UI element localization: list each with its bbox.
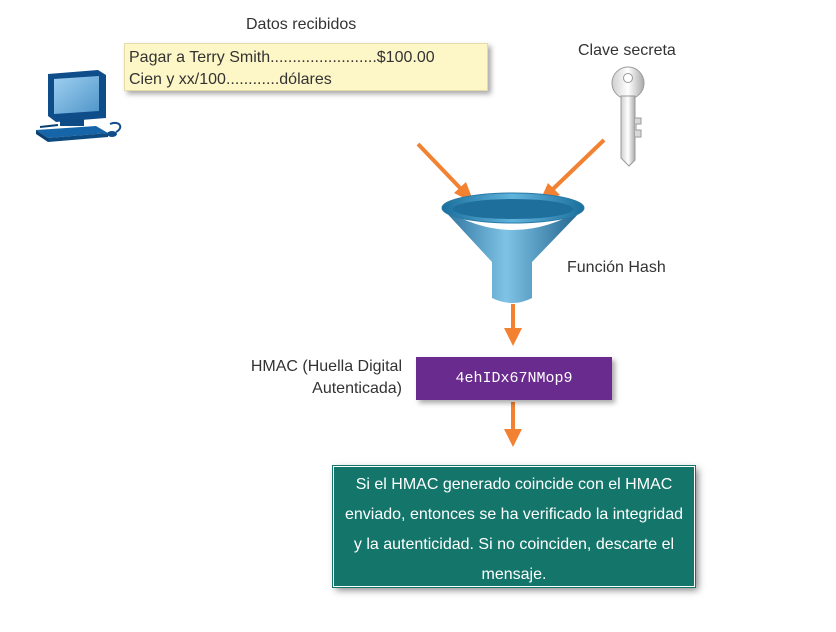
secret-key-label: Clave secreta (578, 42, 676, 59)
arrow-to-hmac (504, 304, 522, 346)
received-data-box: Pagar a Terry Smith.....................… (124, 43, 488, 91)
hmac-label-line-2: Autenticada) (312, 380, 402, 397)
arrow-to-result (504, 402, 522, 447)
received-data-line-1: Pagar a Terry Smith.....................… (129, 49, 435, 66)
hmac-label-line-1: HMAC (Huella Digital (250, 358, 402, 375)
received-data-title: Datos recibidos (246, 16, 357, 33)
funnel-icon (441, 192, 585, 303)
key-icon (611, 66, 645, 167)
hmac-value-box: 4ehIDx67NMop9 (416, 357, 612, 400)
result-text: Si el HMAC generado coincide con el HMAC… (345, 476, 683, 583)
hmac-value: 4ehIDx67NMop9 (455, 370, 573, 387)
received-data-line-2: Cien y xx/100............dólares (129, 71, 332, 88)
computer-icon (36, 70, 122, 142)
result-box: Si el HMAC generado coincide con el HMAC… (333, 466, 695, 587)
hash-function-label: Función Hash (567, 259, 666, 276)
hmac-label: HMAC (Huella Digital Autenticada) (230, 356, 402, 400)
